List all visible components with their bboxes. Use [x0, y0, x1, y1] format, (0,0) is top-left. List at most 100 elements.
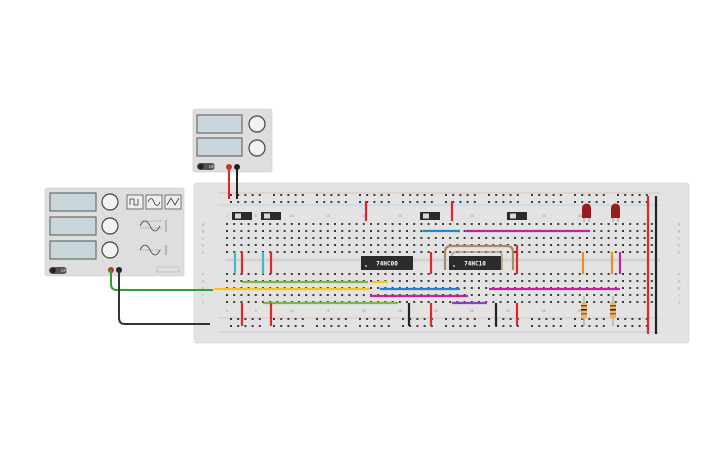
breadboard-hole[interactable]: [420, 251, 423, 253]
breadboard-hole[interactable]: [240, 280, 243, 282]
breadboard-hole[interactable]: [538, 325, 541, 327]
breadboard-hole[interactable]: [298, 244, 300, 246]
breadboard-hole[interactable]: [586, 223, 588, 225]
breadboard-hole[interactable]: [624, 194, 627, 196]
ic-74hc10[interactable]: 74HC10: [449, 256, 501, 270]
breadboard-hole[interactable]: [294, 194, 297, 196]
breadboard-hole[interactable]: [631, 201, 634, 203]
breadboard-hole[interactable]: [416, 325, 419, 327]
breadboard-hole[interactable]: [452, 201, 455, 203]
breadboard-hole[interactable]: [420, 237, 423, 239]
breadboard-hole[interactable]: [355, 273, 358, 275]
breadboard-hole[interactable]: [348, 251, 351, 253]
breadboard-hole[interactable]: [244, 318, 247, 320]
breadboard-hole[interactable]: [449, 280, 452, 282]
breadboard-hole[interactable]: [334, 244, 336, 246]
breadboard-hole[interactable]: [538, 318, 541, 320]
breadboard-hole[interactable]: [391, 244, 394, 246]
breadboard-hole[interactable]: [377, 287, 380, 289]
breadboard-hole[interactable]: [294, 201, 297, 203]
breadboard-hole[interactable]: [226, 251, 228, 253]
breadboard-hole[interactable]: [251, 201, 254, 203]
breadboard-hole[interactable]: [636, 294, 639, 296]
breadboard-hole[interactable]: [273, 325, 275, 327]
breadboard-hole[interactable]: [607, 230, 610, 232]
breadboard-hole[interactable]: [607, 301, 610, 303]
breadboard-hole[interactable]: [391, 237, 394, 239]
breadboard-hole[interactable]: [473, 325, 476, 327]
breadboard-hole[interactable]: [290, 244, 293, 246]
breadboard-hole[interactable]: [488, 318, 490, 320]
external-wires[interactable]: [110, 167, 238, 325]
breadboard-hole[interactable]: [499, 237, 502, 239]
breadboard-hole[interactable]: [254, 244, 257, 246]
breadboard-hole[interactable]: [528, 301, 531, 303]
breadboard-hole[interactable]: [636, 280, 639, 282]
breadboard-hole[interactable]: [650, 223, 653, 225]
slide-switch[interactable]: [507, 212, 527, 220]
breadboard-hole[interactable]: [276, 237, 279, 239]
breadboard-hole[interactable]: [456, 280, 459, 282]
breadboard-hole[interactable]: [564, 244, 567, 246]
breadboard-hole[interactable]: [509, 318, 512, 320]
breadboard-hole[interactable]: [380, 201, 383, 203]
breadboard-hole[interactable]: [247, 244, 250, 246]
breadboard-hole[interactable]: [276, 273, 279, 275]
breadboard-hole[interactable]: [478, 223, 480, 225]
breadboard-hole[interactable]: [391, 230, 394, 232]
breadboard-hole[interactable]: [614, 230, 617, 232]
breadboard-hole[interactable]: [348, 244, 351, 246]
breadboard-hole[interactable]: [247, 294, 250, 296]
breadboard-hole[interactable]: [514, 223, 516, 225]
breadboard-hole[interactable]: [287, 194, 290, 196]
breadboard-hole[interactable]: [330, 325, 333, 327]
breadboard-hole[interactable]: [470, 273, 473, 275]
breadboard-hole[interactable]: [488, 194, 490, 196]
breadboard-hole[interactable]: [237, 194, 240, 196]
breadboard-hole[interactable]: [377, 244, 380, 246]
breadboard-hole[interactable]: [636, 244, 639, 246]
breadboard-hole[interactable]: [442, 223, 444, 225]
breadboard-hole[interactable]: [571, 273, 574, 275]
breadboard-hole[interactable]: [280, 325, 283, 327]
breadboard-hole[interactable]: [528, 294, 531, 296]
breadboard-hole[interactable]: [298, 273, 300, 275]
breadboard-hole[interactable]: [542, 244, 545, 246]
breadboard-hole[interactable]: [254, 251, 257, 253]
breadboard-hole[interactable]: [280, 318, 283, 320]
breadboard-hole[interactable]: [643, 237, 646, 239]
breadboard-hole[interactable]: [629, 230, 632, 232]
breadboard-hole[interactable]: [269, 294, 272, 296]
breadboard-hole[interactable]: [542, 237, 545, 239]
breadboard-hole[interactable]: [290, 237, 293, 239]
breadboard-hole[interactable]: [638, 325, 641, 327]
breadboard-hole[interactable]: [564, 237, 567, 239]
breadboard-hole[interactable]: [387, 194, 390, 196]
breadboard-hole[interactable]: [402, 194, 404, 196]
breadboard-hole[interactable]: [413, 251, 416, 253]
breadboard-hole[interactable]: [509, 194, 512, 196]
breadboard-hole[interactable]: [226, 301, 228, 303]
breadboard-hole[interactable]: [283, 251, 286, 253]
breadboard-hole[interactable]: [564, 280, 567, 282]
breadboard-hole[interactable]: [588, 201, 591, 203]
breadboard-hole[interactable]: [588, 325, 591, 327]
breadboard-hole[interactable]: [531, 194, 533, 196]
breadboard-hole[interactable]: [406, 273, 408, 275]
breadboard-hole[interactable]: [362, 294, 365, 296]
breadboard-hole[interactable]: [398, 273, 401, 275]
breadboard-hole[interactable]: [434, 301, 437, 303]
breadboard-hole[interactable]: [636, 287, 639, 289]
breadboard-hole[interactable]: [420, 244, 423, 246]
breadboard-hole[interactable]: [330, 201, 333, 203]
breadboard-hole[interactable]: [305, 223, 308, 225]
breadboard-hole[interactable]: [492, 237, 495, 239]
breadboard-hole[interactable]: [355, 251, 358, 253]
breadboard-hole[interactable]: [528, 223, 531, 225]
breadboard-hole[interactable]: [391, 223, 394, 225]
breadboard-hole[interactable]: [254, 230, 257, 232]
breadboard-hole[interactable]: [262, 237, 264, 239]
breadboard-hole[interactable]: [607, 223, 610, 225]
breadboard-hole[interactable]: [406, 230, 408, 232]
breadboard-hole[interactable]: [600, 280, 603, 282]
